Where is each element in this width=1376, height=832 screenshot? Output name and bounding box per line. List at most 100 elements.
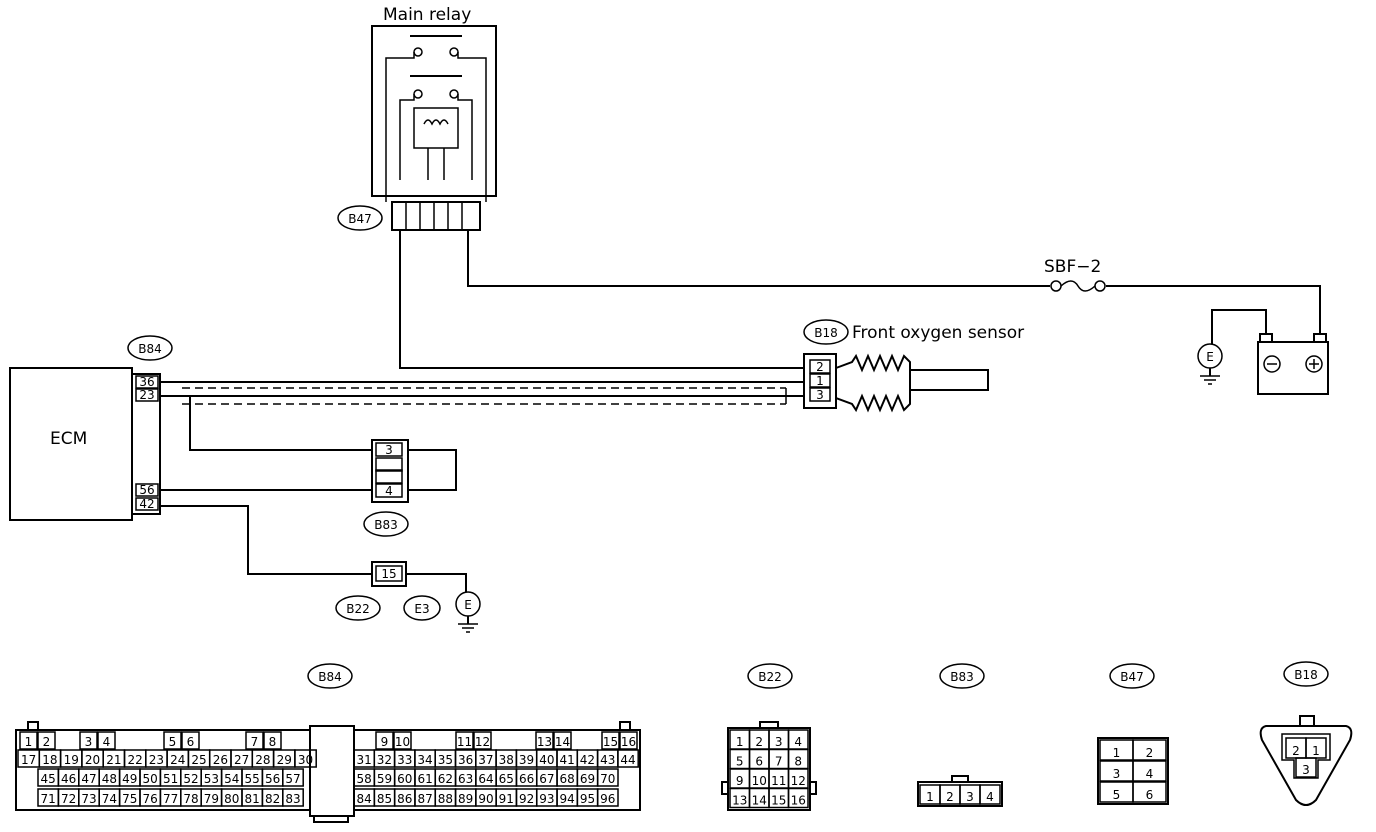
connector-pin-label: 12 — [475, 735, 490, 749]
connector-cell — [535, 731, 554, 750]
connector-pin-label: 15 — [603, 735, 618, 749]
connector-cell — [294, 749, 317, 768]
connector-pin-label: 29 — [277, 753, 292, 767]
connector-pin-label: 48 — [102, 772, 117, 786]
connector-pin-label: 2 — [1146, 746, 1154, 760]
connector-pin-label: 77 — [163, 792, 178, 806]
connector-cell — [601, 731, 620, 750]
b83-tag: B83 — [374, 518, 398, 532]
connector-cell — [97, 731, 116, 750]
connector-pin-label: 5 — [1113, 788, 1121, 802]
connector-pin-label: 8 — [794, 755, 802, 769]
connector-pin-label: 91 — [499, 792, 514, 806]
connector-pin-label: 63 — [458, 772, 473, 786]
connector-pin-label: 6 — [187, 735, 195, 749]
connector-pin-label: 3 — [85, 735, 93, 749]
b47-view-tag: B47 — [1120, 670, 1144, 684]
connector-pin-label: 32 — [377, 753, 392, 767]
connector-pin-label: 20 — [85, 753, 100, 767]
connector-pin-label: 4 — [794, 735, 802, 749]
connector-pin-label: 36 — [458, 753, 473, 767]
connector-pin-label: 6 — [755, 755, 763, 769]
connector-pin-label: 46 — [61, 772, 76, 786]
b22-pin: 15 — [381, 567, 396, 581]
connector-pin-label: 68 — [560, 772, 575, 786]
b84-view-tag: B84 — [318, 670, 342, 684]
connector-pin-label: 74 — [102, 792, 117, 806]
connector-pin-label: 61 — [417, 772, 432, 786]
connector-pin-label: 69 — [580, 772, 595, 786]
connector-cell — [19, 731, 38, 750]
connector-pin-label: 25 — [191, 753, 206, 767]
connector-pin-label: 10 — [752, 774, 767, 788]
connector-pin-label: 51 — [163, 772, 178, 786]
fuse-label: SBF−2 — [1044, 257, 1101, 277]
connector-pin-label: 96 — [600, 792, 615, 806]
connector-pin-label: 59 — [377, 772, 392, 786]
connector-pin-label: 31 — [357, 753, 372, 767]
connector-pin-label: 52 — [183, 772, 198, 786]
connector-cell — [1132, 760, 1167, 782]
ecm-tag: B84 — [138, 342, 162, 356]
connector-pin-label: 23 — [149, 753, 164, 767]
connector-pin-label: 38 — [499, 753, 514, 767]
connector-pin-label: 93 — [539, 792, 554, 806]
sensor-pin: 3 — [816, 388, 824, 402]
connector-pin-label: 3 — [1302, 763, 1310, 777]
connector-pin-label: 34 — [417, 753, 432, 767]
connector-pin-label: 6 — [1146, 788, 1154, 802]
connector-cell — [375, 731, 394, 750]
ground-label: E — [1206, 350, 1214, 364]
connector-cell — [282, 788, 304, 807]
e3-tag: E3 — [414, 602, 429, 616]
connector-pin-label: 80 — [224, 792, 239, 806]
connector-pin-label: 12 — [791, 774, 806, 788]
sensor-label: Front oxygen sensor — [852, 323, 1024, 343]
connector-pin-label: 60 — [397, 772, 412, 786]
connector-pin-label: 94 — [560, 792, 575, 806]
connector-cell — [787, 787, 809, 809]
connector-pin-label: 57 — [285, 772, 300, 786]
ecm-pin: 36 — [139, 375, 154, 389]
connector-pin-label: 13 — [537, 735, 552, 749]
connector-pin-label: 14 — [555, 735, 570, 749]
connector-cell — [455, 731, 474, 750]
connector-cell — [79, 731, 98, 750]
connector-pin-label: 64 — [478, 772, 493, 786]
connector-pin-label: 58 — [357, 772, 372, 786]
b83-pin: 3 — [385, 443, 393, 457]
ecm-pin: 23 — [139, 388, 154, 402]
connector-pin-label: 21 — [106, 753, 121, 767]
connector-pin-label: 8 — [269, 735, 277, 749]
connector-pin-label: 88 — [438, 792, 453, 806]
connector-cell — [263, 731, 282, 750]
connector-pin-label: 4 — [986, 790, 994, 804]
connector-pin-label: 71 — [41, 792, 56, 806]
connector-pin-label: 4 — [1146, 767, 1154, 781]
connector-pin-label: 7 — [775, 755, 783, 769]
connector-cell — [596, 768, 619, 787]
connector-pin-label: 35 — [438, 753, 453, 767]
connector-pin-label: 3 — [966, 790, 974, 804]
b22-connector: 15 B22 E3 E — [335, 561, 481, 633]
main-relay-label: Main relay — [383, 5, 471, 25]
connector-pin-label: 26 — [213, 753, 228, 767]
connector-pin-label: 62 — [438, 772, 453, 786]
b83-view-tag: B83 — [950, 670, 974, 684]
connector-pin-label: 43 — [600, 753, 615, 767]
connector-pin-label: 56 — [265, 772, 280, 786]
connector-pin-label: 2 — [43, 735, 51, 749]
connector-pin-label: 70 — [600, 772, 615, 786]
connector-pin-label: 45 — [41, 772, 56, 786]
connector-pin-label: 3 — [1113, 767, 1121, 781]
connector-pin-label: 76 — [143, 792, 158, 806]
connector-pin-label: 44 — [620, 753, 635, 767]
connector-pin-label: 82 — [265, 792, 280, 806]
main-relay: Main relay B47 — [337, 5, 497, 231]
